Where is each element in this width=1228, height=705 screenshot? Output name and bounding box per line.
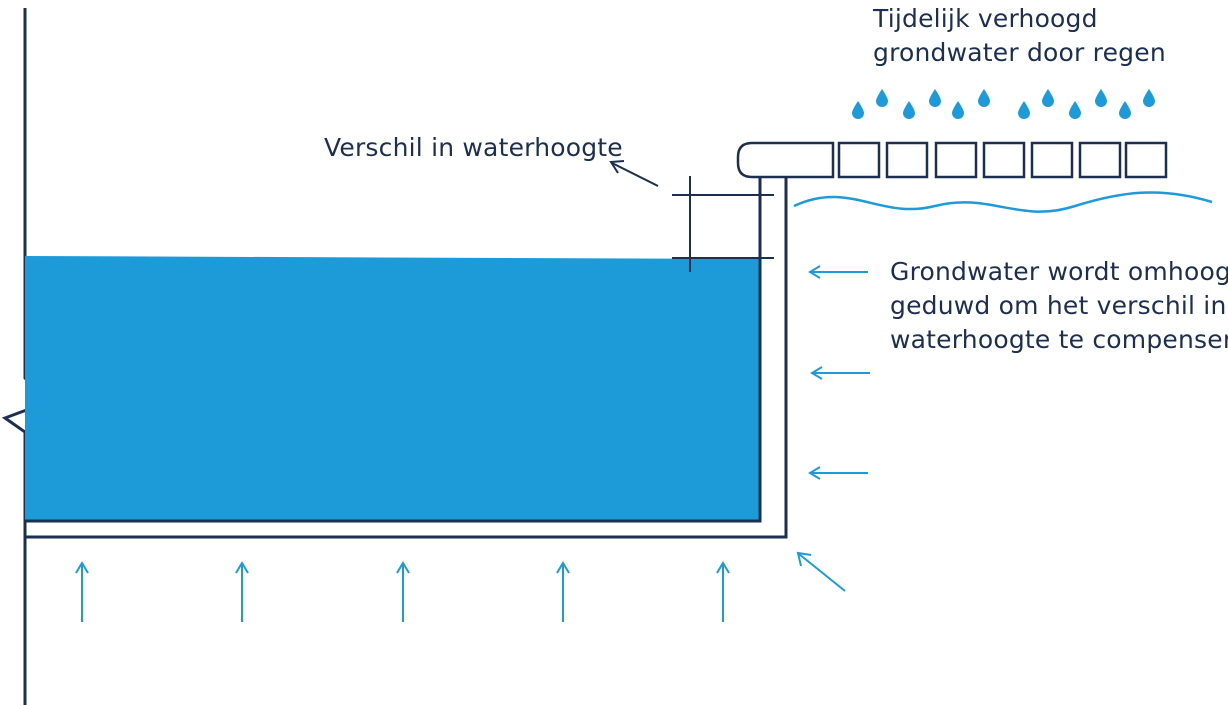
side-pressure-arrows bbox=[808, 265, 870, 480]
bottom-pressure-arrows bbox=[75, 561, 730, 622]
pool-outer-shell bbox=[25, 176, 788, 539]
left-arrow-icon bbox=[808, 265, 868, 279]
paving-tile bbox=[837, 141, 881, 179]
difference-label-text: Verschil in waterhoogte bbox=[324, 133, 623, 162]
paving-tile bbox=[934, 141, 978, 179]
rain-groundwater-label: Tijdelijk verhoogd grondwater door regen bbox=[873, 2, 1166, 70]
push-label-line-2: geduwd om het verschil in bbox=[890, 291, 1227, 320]
paving-tile bbox=[1078, 141, 1122, 179]
rain-drops bbox=[852, 89, 1155, 119]
raindrop-icon bbox=[903, 101, 915, 119]
up-arrow-icon bbox=[75, 561, 89, 622]
push-label-line-3: waterhoogte te compenseren. bbox=[890, 325, 1228, 354]
raindrop-icon bbox=[1042, 89, 1054, 107]
paving-tile bbox=[1124, 141, 1168, 179]
raindrop-icon bbox=[1069, 101, 1081, 119]
raindrop-icon bbox=[876, 89, 888, 107]
up-arrow-icon bbox=[716, 561, 730, 622]
pool-inner-shell bbox=[25, 176, 762, 523]
push-label-line-1: Grondwater wordt omhoog bbox=[890, 257, 1228, 286]
pool-coping-stone bbox=[736, 141, 835, 179]
rain-label-line-2: grondwater door regen bbox=[873, 38, 1166, 67]
raindrop-icon bbox=[1018, 101, 1030, 119]
height-difference-marker bbox=[672, 176, 774, 272]
left-arrow-icon bbox=[810, 366, 870, 380]
raindrop-icon bbox=[852, 101, 864, 119]
raindrop-icon bbox=[952, 101, 964, 119]
up-arrow-icon bbox=[235, 561, 249, 622]
paving-tile bbox=[1030, 141, 1074, 179]
raindrop-icon bbox=[1119, 101, 1131, 119]
water-height-difference-label: Verschil in waterhoogte bbox=[324, 131, 623, 165]
left-arrow-icon bbox=[808, 466, 868, 480]
groundwater-push-label: Grondwater wordt omhoog geduwd om het ve… bbox=[890, 255, 1228, 357]
rain-label-line-1: Tijdelijk verhoogd bbox=[873, 4, 1098, 33]
groundwater-wave bbox=[793, 191, 1213, 213]
raindrop-icon bbox=[1143, 89, 1155, 107]
up-arrow-icon bbox=[396, 561, 410, 622]
raindrop-icon bbox=[978, 89, 990, 107]
paving-tiles bbox=[837, 141, 1168, 179]
paving-tile bbox=[885, 141, 929, 179]
up-arrow-icon bbox=[556, 561, 570, 622]
raindrop-icon bbox=[1095, 89, 1107, 107]
paving-tile bbox=[982, 141, 1026, 179]
difference-leader-arrow bbox=[609, 160, 659, 187]
raindrop-icon bbox=[929, 89, 941, 107]
pool-water bbox=[25, 256, 760, 521]
corner-pressure-arrow bbox=[796, 551, 846, 592]
